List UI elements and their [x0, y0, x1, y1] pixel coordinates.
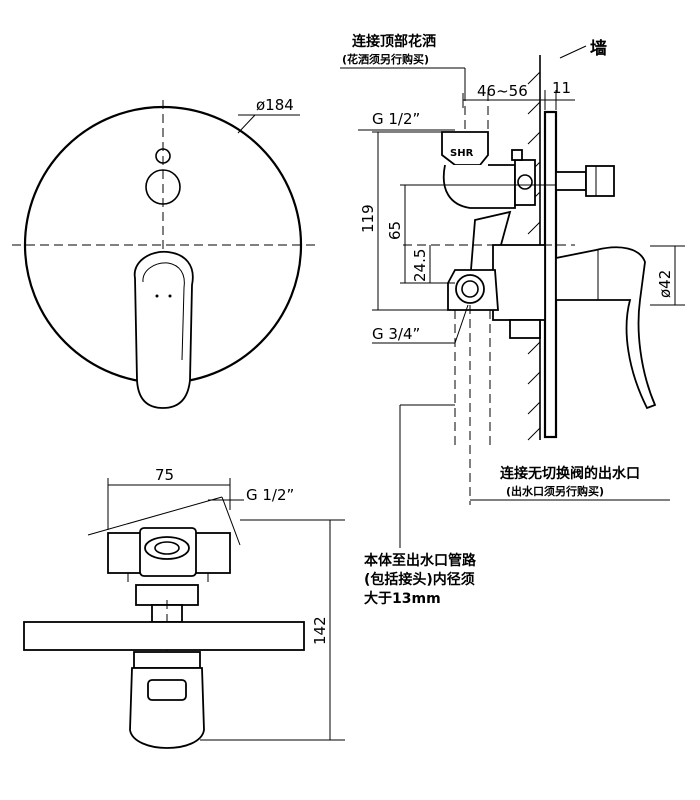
pipe-note-box: 本体至出水口管路 (包括接头)内径须 大于13mm [360, 548, 520, 610]
side-view: 连接顶部花洒 (花洒须另行购买) 墙 46~56 [340, 33, 685, 505]
valve-cartridge-housing [514, 159, 536, 206]
bottom-cover-plate [23, 621, 305, 651]
top-outlet-note: (花洒须另行购买) [342, 52, 429, 66]
top-outlet-title: 连接顶部花洒 [352, 33, 436, 50]
diverter-spindle [555, 171, 587, 191]
bottom-height-label: 142 [311, 616, 329, 645]
height-total-label: 119 [359, 204, 377, 233]
bottom-width-label: 75 [155, 466, 174, 484]
lever-handle-side [555, 246, 657, 410]
bottom-inlet-ring [455, 274, 485, 304]
lower-outlet-title: 连接无切换阀的出水口 [500, 465, 640, 482]
bottom-outlet-ring [144, 536, 190, 560]
diverter-knob-small [155, 148, 171, 164]
wall-label: 墙 [590, 38, 607, 59]
valve-body-lower [492, 244, 546, 321]
diverter-knob-side [585, 165, 615, 197]
height-low-label: 24.5 [411, 249, 429, 282]
cover-plate-side [543, 110, 558, 439]
diverter-knob [145, 169, 181, 205]
brand-mark: SHR [450, 148, 474, 159]
lever-handle-highlight [142, 262, 185, 361]
inlet-thread-bottom-label: G 3/4” [372, 325, 420, 343]
inlet-thread-top-label: G 1/2” [372, 110, 420, 128]
depth-range-label: 46~56 [477, 82, 528, 100]
height-mid-label: 65 [386, 221, 404, 240]
lever-handle [133, 250, 194, 409]
front-diameter-label: ø184 [256, 96, 294, 114]
pipe-note-line1: 本体至出水口管路 [364, 552, 477, 569]
pipe-note-line2: (包括接头)内径须 [364, 571, 475, 588]
lower-outlet-note: (出水口须另行购买) [506, 484, 604, 498]
front-view: ø184 [12, 96, 318, 409]
plate-thickness-label: 11 [552, 79, 571, 97]
handle-diameter-label: ø42 [656, 270, 674, 298]
valve-body-upper [442, 164, 516, 209]
pipe-note-line3: 大于13mm [364, 590, 441, 607]
bottom-thread-label: G 1/2” [246, 486, 294, 504]
bottom-view: 75 G 1/2” 142 [23, 404, 455, 749]
